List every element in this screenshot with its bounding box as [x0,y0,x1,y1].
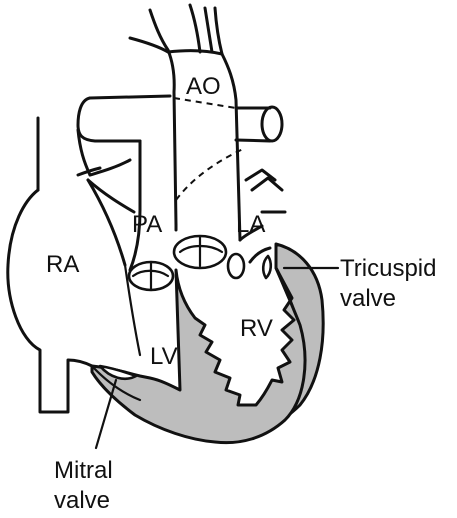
aortic-branches [128,3,224,56]
pulmonary-artery-tube [76,94,284,143]
left-ventricle-wall [90,266,307,445]
label-tricuspid-line1: Tricuspid [340,255,436,282]
label-la: LA [236,211,265,238]
label-ra: RA [46,251,79,278]
superior-vena-cava [36,116,136,214]
label-rv: RV [240,315,273,342]
right-atrium [6,178,127,414]
left-atrium-veins [238,168,287,264]
label-lv: LV [150,343,178,370]
tricuspid-valve [261,254,273,280]
mitral-valve [98,364,138,380]
label-pa: PA [132,211,162,238]
aortic-valve [172,234,228,270]
aorta [166,48,242,242]
label-mitral-line1: Mitral [54,457,113,484]
mitral-leader-line [94,378,118,450]
pulmonary-valve [127,260,175,292]
label-mitral-line2: valve [54,487,110,514]
la-valve [226,252,246,280]
label-tricuspid-line2: valve [340,285,396,312]
label-ao: AO [186,73,221,100]
pulmonary-trunk [128,139,246,272]
